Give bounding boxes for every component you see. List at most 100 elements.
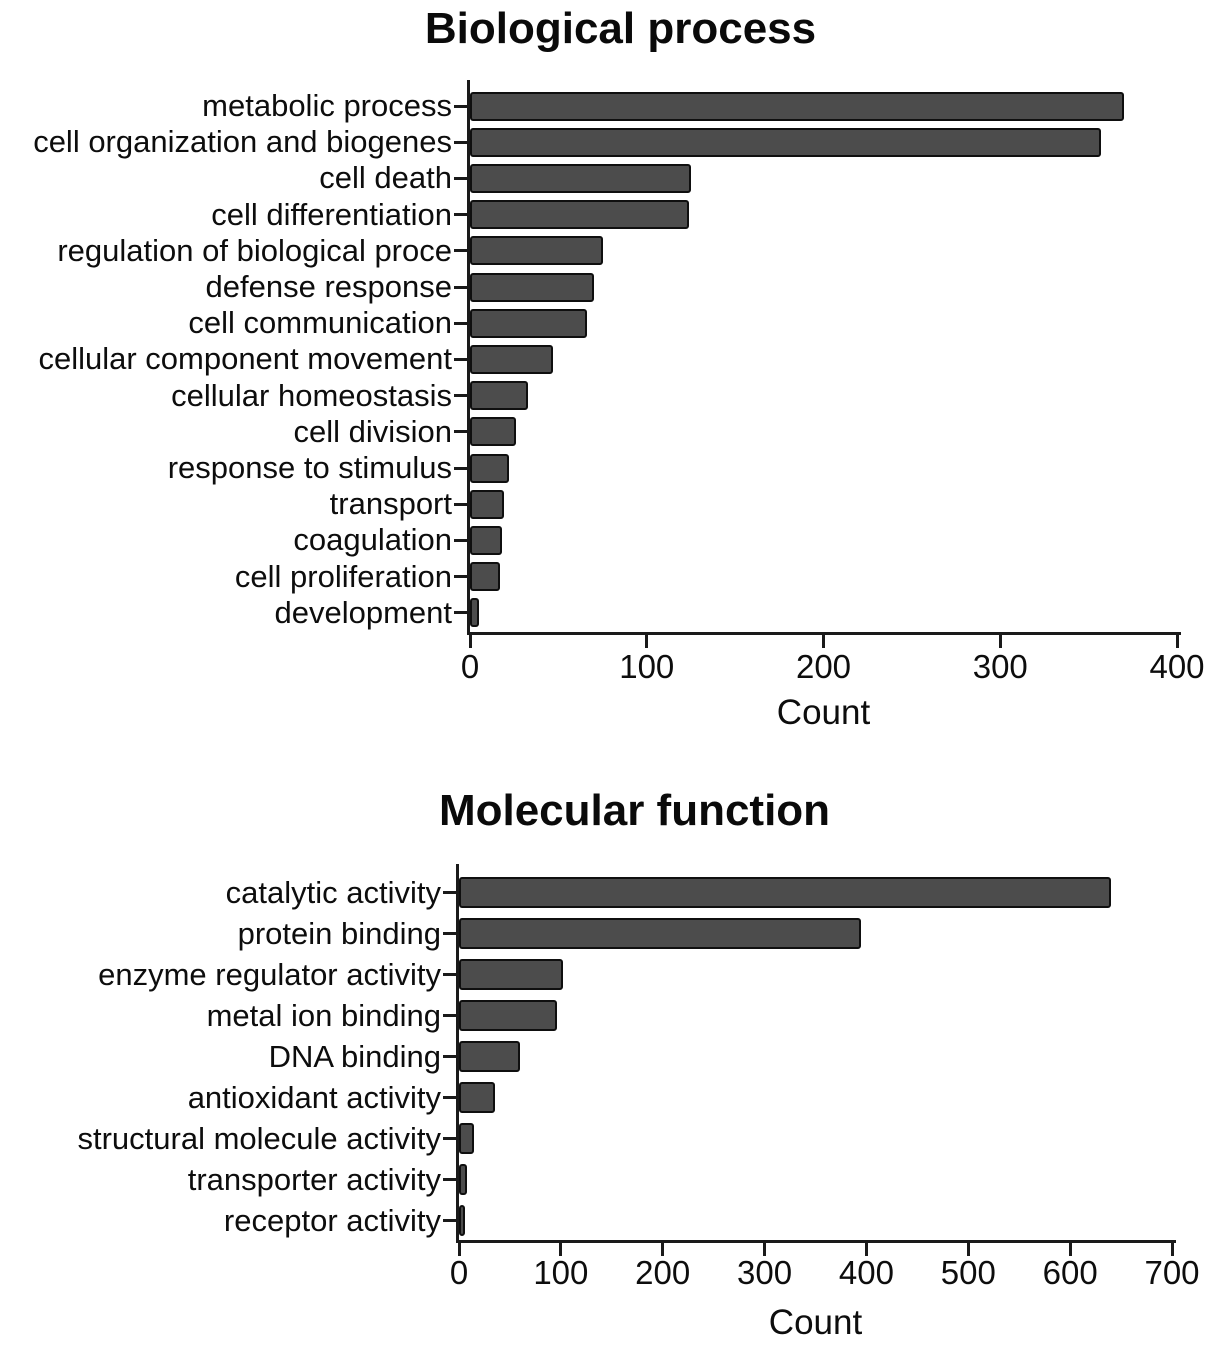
x-tick-label: 300 xyxy=(737,1254,793,1291)
category-label: structural molecule activity xyxy=(77,1121,441,1156)
y-axis-tick xyxy=(443,1137,456,1140)
y-axis-tick xyxy=(443,1014,456,1017)
y-axis-tick xyxy=(443,1178,456,1181)
x-tick-label: 400 xyxy=(1149,648,1205,685)
category-label: cellular component movement xyxy=(38,341,452,377)
x-axis-tick xyxy=(1175,635,1179,648)
category-label: coagulation xyxy=(293,522,452,558)
y-axis-tick xyxy=(454,575,467,579)
x-axis-line xyxy=(456,1240,1176,1243)
y-axis-tick xyxy=(454,466,467,470)
category-label: development xyxy=(274,594,452,630)
x-axis-tick xyxy=(966,1243,970,1256)
bar xyxy=(470,381,529,411)
x-axis-tick xyxy=(1068,1243,1072,1256)
x-axis-tick xyxy=(763,1243,767,1256)
bar xyxy=(470,164,691,193)
bar xyxy=(459,877,1111,908)
category-label: cell communication xyxy=(188,305,452,341)
x-axis-tick xyxy=(645,635,649,648)
bar xyxy=(470,453,509,483)
x-tick-label: 0 xyxy=(460,648,480,685)
x-axis-label: Count xyxy=(776,693,871,732)
bar xyxy=(470,308,587,338)
bar xyxy=(459,1082,495,1113)
y-axis-tick xyxy=(454,358,467,361)
y-axis-tick xyxy=(443,1055,456,1058)
x-tick-label: 300 xyxy=(972,648,1028,685)
category-label: cell differentiation xyxy=(211,196,452,232)
bar xyxy=(459,959,563,990)
x-axis-line xyxy=(467,632,1181,635)
x-tick-label: 0 xyxy=(449,1254,469,1291)
bar xyxy=(470,489,504,519)
bar xyxy=(470,345,554,374)
x-axis-tick xyxy=(1170,1243,1174,1256)
category-label: defense response xyxy=(205,269,452,304)
bar xyxy=(459,1041,521,1072)
category-label: metabolic process xyxy=(202,88,452,123)
category-label: enzyme regulator activity xyxy=(98,957,441,992)
y-axis-line xyxy=(467,80,470,635)
x-tick-label: 600 xyxy=(1042,1254,1098,1291)
bar xyxy=(470,598,479,628)
category-label: cell death xyxy=(319,160,452,196)
category-label: DNA binding xyxy=(268,1039,441,1074)
y-axis-tick xyxy=(454,611,467,615)
category-label: receptor activity xyxy=(223,1203,441,1238)
bar xyxy=(470,236,603,266)
category-label: regulation of biological proce xyxy=(57,232,452,268)
y-axis-tick xyxy=(454,177,467,180)
x-axis-tick xyxy=(661,1243,665,1256)
y-axis-line xyxy=(456,864,459,1243)
category-label: cell proliferation xyxy=(234,558,452,594)
bar xyxy=(470,562,501,592)
category-label: metal ion binding xyxy=(206,998,441,1033)
category-label: catalytic activity xyxy=(225,875,441,910)
x-tick-label: 100 xyxy=(533,1254,589,1291)
bar xyxy=(470,127,1101,157)
x-tick-label: 400 xyxy=(838,1254,894,1291)
y-axis-tick xyxy=(454,285,467,289)
bar xyxy=(459,1123,475,1154)
y-axis-tick xyxy=(443,1096,456,1099)
bar xyxy=(459,1205,466,1236)
y-axis-tick xyxy=(454,394,467,398)
x-axis-tick xyxy=(864,1243,868,1256)
bar xyxy=(470,200,690,230)
bar xyxy=(470,272,594,302)
y-axis-tick xyxy=(454,321,467,325)
chart-title: Biological process xyxy=(424,4,817,53)
x-axis-tick xyxy=(822,635,825,648)
y-axis-tick xyxy=(443,973,456,976)
category-label: cellular homeostasis xyxy=(171,377,452,413)
y-axis-tick xyxy=(454,539,467,542)
y-axis-tick xyxy=(443,1219,456,1222)
category-label: cell organization and biogenes xyxy=(33,124,452,160)
y-axis-tick xyxy=(454,502,467,506)
x-tick-label: 700 xyxy=(1144,1254,1200,1291)
y-axis-tick xyxy=(454,104,467,108)
category-label: response to stimulus xyxy=(167,450,452,485)
bar xyxy=(459,1000,557,1031)
category-label: transporter activity xyxy=(187,1162,441,1197)
x-tick-label: 100 xyxy=(619,648,675,685)
x-axis-tick xyxy=(457,1243,461,1256)
x-tick-label: 200 xyxy=(635,1254,691,1291)
x-tick-label: 500 xyxy=(940,1254,996,1291)
bar xyxy=(470,91,1124,121)
y-axis-tick xyxy=(443,932,456,935)
category-label: protein binding xyxy=(237,916,441,951)
y-axis-tick xyxy=(454,213,467,217)
bar xyxy=(470,417,516,447)
y-axis-tick xyxy=(454,140,467,144)
x-tick-label: 200 xyxy=(795,648,852,685)
x-axis-tick xyxy=(998,635,1002,648)
bar xyxy=(459,1164,468,1195)
bar xyxy=(459,918,862,949)
x-axis-tick xyxy=(559,1243,563,1256)
y-axis-tick xyxy=(443,891,456,894)
